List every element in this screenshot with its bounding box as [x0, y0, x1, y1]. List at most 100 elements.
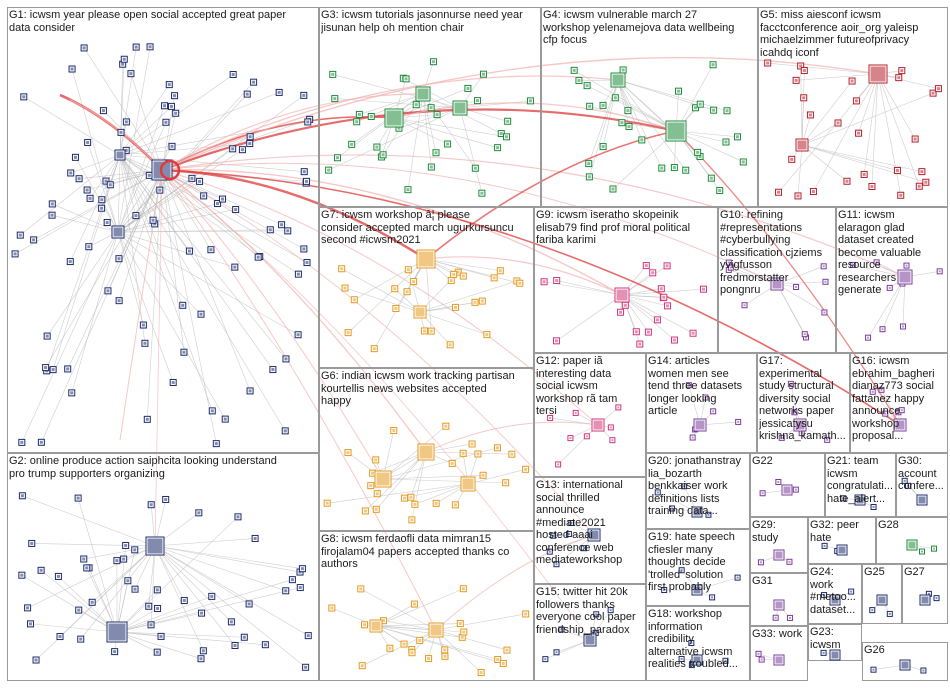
- node-g9-fill: [662, 295, 666, 299]
- edge-g9: [556, 294, 623, 342]
- edge-g6: [382, 478, 506, 484]
- edge-g2: [154, 545, 236, 646]
- node-g3-fill: [414, 103, 418, 107]
- node-g2-fill: [306, 634, 310, 638]
- node-g4-fill: [725, 109, 729, 113]
- node-g5-fill: [766, 61, 770, 65]
- node-g1-fill: [277, 90, 281, 94]
- node-g4-fill: [640, 138, 644, 142]
- edge-g2: [154, 545, 309, 636]
- sub-hub-g7-fill: [415, 307, 425, 317]
- node-g8-fill: [427, 657, 431, 661]
- edge-inter-group: [161, 169, 384, 480]
- hub-g22-fill: [783, 486, 791, 494]
- edge-g8: [331, 607, 377, 627]
- node-g3-fill: [333, 97, 337, 101]
- edge-g6: [414, 483, 469, 505]
- group-label-g32: G32: peer hate: [810, 519, 859, 544]
- edge-g1: [119, 154, 184, 306]
- group-box-g9: [534, 207, 718, 353]
- group-label-g15: G15: twitter hit 20k followers thanks ev…: [536, 586, 636, 636]
- node-g15-fill: [594, 631, 597, 634]
- node-g4-fill: [621, 68, 625, 72]
- node-g29-fill: [759, 561, 762, 564]
- node-g1-fill: [117, 299, 121, 303]
- node-g1-fill: [45, 334, 49, 338]
- node-g14-fill: [704, 396, 707, 399]
- group-label-g4: G4: icwsm vulnerable march 27 workshop y…: [543, 9, 735, 46]
- edge-g3: [407, 93, 424, 190]
- edge-g8: [435, 613, 526, 631]
- node-g20-fill: [656, 491, 659, 494]
- edge-g6: [382, 474, 484, 480]
- node-g8-fill: [402, 642, 406, 646]
- edge-g1: [79, 169, 163, 180]
- node-g5-fill: [796, 194, 800, 198]
- edge-g2: [154, 545, 232, 623]
- node-g1-fill: [221, 197, 225, 201]
- group-label-g18: G18: workshop information credibility al…: [648, 608, 738, 670]
- node-g1-fill: [101, 109, 105, 113]
- edge-g7: [425, 258, 495, 279]
- node-g3-fill: [429, 165, 433, 169]
- node-g9-fill: [634, 330, 638, 334]
- edge-g5: [813, 73, 879, 192]
- sub-hub-g3-fill: [417, 88, 429, 100]
- hub-g24-fill: [831, 596, 839, 604]
- node-g6-fill: [371, 471, 375, 475]
- node-g12-fill: [585, 435, 588, 438]
- edge-inter-group: [425, 256, 623, 296]
- node-g16-fill: [897, 411, 900, 414]
- node-g2-fill: [201, 649, 205, 653]
- sub-hub-g6-fill: [376, 472, 390, 486]
- node-g1-fill: [50, 202, 54, 206]
- node-g1-fill: [233, 265, 237, 269]
- group-label-g21: G21: team icwsm congratulati... hate_ale…: [827, 455, 894, 505]
- edge-g8: [375, 625, 498, 660]
- node-g7-fill: [485, 333, 489, 337]
- node-g1-fill: [256, 255, 260, 259]
- node-g2-fill: [115, 559, 119, 563]
- node-g2-fill: [149, 503, 153, 507]
- node-g10-fill: [795, 286, 798, 289]
- node-g1-fill: [148, 45, 152, 49]
- hub-g27-fill: [921, 596, 929, 604]
- group-label-g10: G10: refining #representations #cyberbul…: [720, 209, 823, 296]
- node-g1-fill: [268, 228, 272, 232]
- edge-g2: [154, 538, 256, 547]
- node-g31-fill: [788, 616, 791, 619]
- node-g6-fill: [450, 461, 454, 465]
- hub-g28-fill: [908, 541, 916, 549]
- edge-inter-group: [161, 56, 879, 171]
- node-g13-fill: [567, 533, 570, 536]
- node-g2-fill: [149, 623, 153, 627]
- node-g1-fill: [20, 440, 24, 444]
- edge-g4: [617, 79, 728, 112]
- node-g3-fill: [466, 86, 470, 90]
- edge-g1: [52, 203, 119, 233]
- edge-g5: [778, 73, 879, 193]
- node-g7-fill: [343, 286, 347, 290]
- node-g4-fill: [693, 106, 697, 110]
- node-g1-fill: [153, 222, 157, 226]
- edge-g2: [83, 545, 156, 560]
- node-g7-fill: [473, 300, 477, 304]
- node-g1-fill: [248, 135, 252, 139]
- node-g5-fill: [899, 193, 903, 197]
- node-g4-fill: [735, 135, 739, 139]
- node-g28-fill: [921, 550, 924, 553]
- node-g3-fill: [528, 99, 532, 103]
- node-g4-fill: [718, 189, 722, 193]
- node-g10-fill: [727, 261, 730, 264]
- node-g6-fill: [363, 509, 367, 513]
- edge-g6: [376, 451, 427, 510]
- node-g8-fill: [524, 612, 528, 616]
- node-g6-fill: [434, 501, 438, 505]
- node-g2-fill: [159, 634, 163, 638]
- group-label-g1: G1: icwsm year please open social accept…: [9, 9, 286, 34]
- edge-g3: [422, 93, 432, 168]
- node-g7-fill: [340, 267, 344, 271]
- node-g1-fill: [117, 257, 121, 261]
- edge-g10: [776, 281, 826, 285]
- node-g5-fill: [802, 69, 806, 73]
